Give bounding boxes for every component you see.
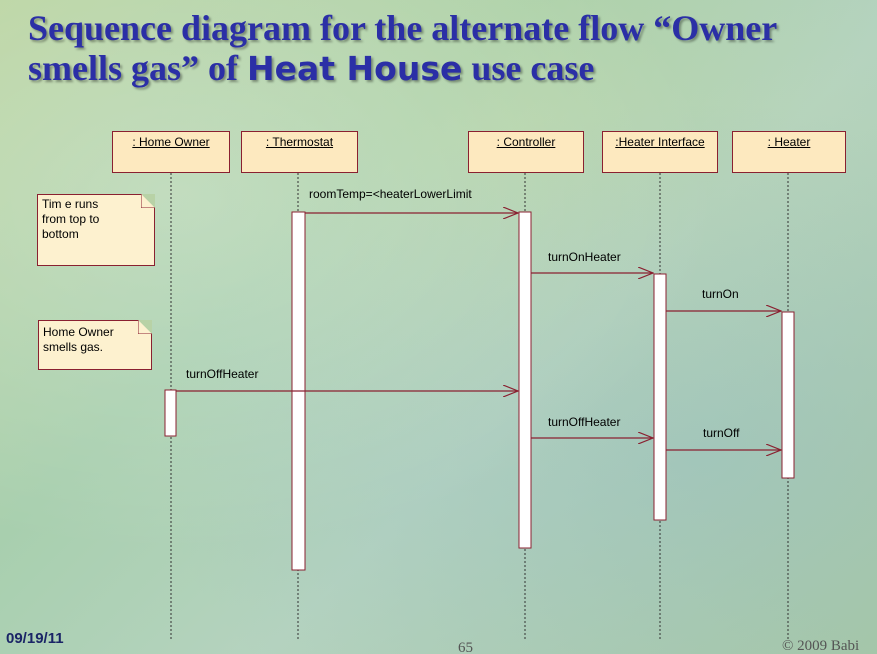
title-heat-house: Heat House [247, 49, 463, 88]
activation-home-owner [164, 389, 177, 437]
label-roomtemp: roomTemp=<heaterLowerLimit [309, 187, 472, 201]
object-thermostat: : Thermostat [241, 131, 358, 173]
footer-date: 09/19/11 [6, 630, 64, 647]
footer-page-number: 65 [458, 640, 473, 654]
label-turnoffheater-2: turnOffHeater [548, 415, 621, 429]
object-home-owner: : Home Owner [112, 131, 230, 173]
note-owner-line1: Home Owner [43, 325, 114, 339]
object-heater-label: : Heater [767, 135, 811, 149]
title-line2c: use case [462, 48, 595, 88]
note-time-line1: Tim e runs [42, 197, 99, 211]
slide-title: Sequence diagram for the alternate flow … [28, 8, 868, 89]
label-turnoff: turnOff [703, 426, 740, 440]
activation-heater [781, 311, 795, 479]
note-owner-line2: smells gas. [43, 340, 104, 354]
note-time-line3: bottom [42, 227, 79, 241]
object-heater-interface: :Heater Interface [602, 131, 718, 173]
object-heater: : Heater [732, 131, 846, 173]
footer-copyright: © 2009 Babi [782, 638, 860, 654]
note-home-owner: Home Owner smells gas. [38, 320, 152, 370]
label-turnonheater: turnOnHeater [548, 250, 621, 264]
activation-heater-interface [653, 273, 667, 521]
title-line2a: smells gas” of [28, 48, 247, 88]
note-time-line2: from top to [42, 212, 100, 226]
object-heater-interface-label: :Heater Interface [615, 135, 705, 149]
object-home-owner-label: : Home Owner [132, 135, 210, 149]
note-fold-icon [138, 320, 152, 334]
label-turnoffheater-1: turnOffHeater [186, 367, 259, 381]
note-time-runs: Tim e runs from top to bottom [37, 194, 155, 266]
label-turnon: turnOn [702, 287, 739, 301]
title-line1: Sequence diagram for the alternate flow … [28, 8, 778, 48]
object-controller: : Controller [468, 131, 584, 173]
object-thermostat-label: : Thermostat [265, 135, 334, 149]
object-controller-label: : Controller [496, 135, 556, 149]
activation-controller [518, 211, 532, 549]
note-fold-icon [141, 194, 155, 208]
